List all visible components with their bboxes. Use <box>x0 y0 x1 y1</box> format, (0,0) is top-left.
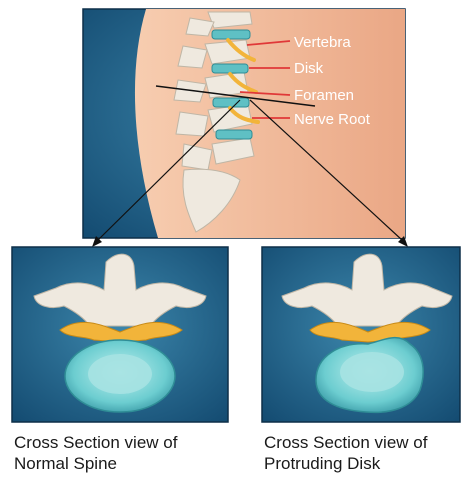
normal-disc-nucleus <box>88 354 152 394</box>
label-vertebra: Vertebra <box>294 34 351 51</box>
caption-protruding-line-2: Protruding Disk <box>264 453 427 474</box>
label-nerve-root: Nerve Root <box>294 111 371 128</box>
normal-spine-panel <box>12 247 228 422</box>
label-disk: Disk <box>294 60 324 77</box>
side-view-panel: Vertebra Disk Foramen Nerve Root <box>83 9 405 238</box>
protruding-disc-nucleus <box>340 352 404 392</box>
label-foramen: Foramen <box>294 87 354 104</box>
protruding-disk-panel <box>262 247 460 422</box>
caption-normal-line-1: Cross Section view of <box>14 432 177 453</box>
caption-protruding-line-1: Cross Section view of <box>264 432 427 453</box>
caption-normal-line-2: Normal Spine <box>14 453 177 474</box>
